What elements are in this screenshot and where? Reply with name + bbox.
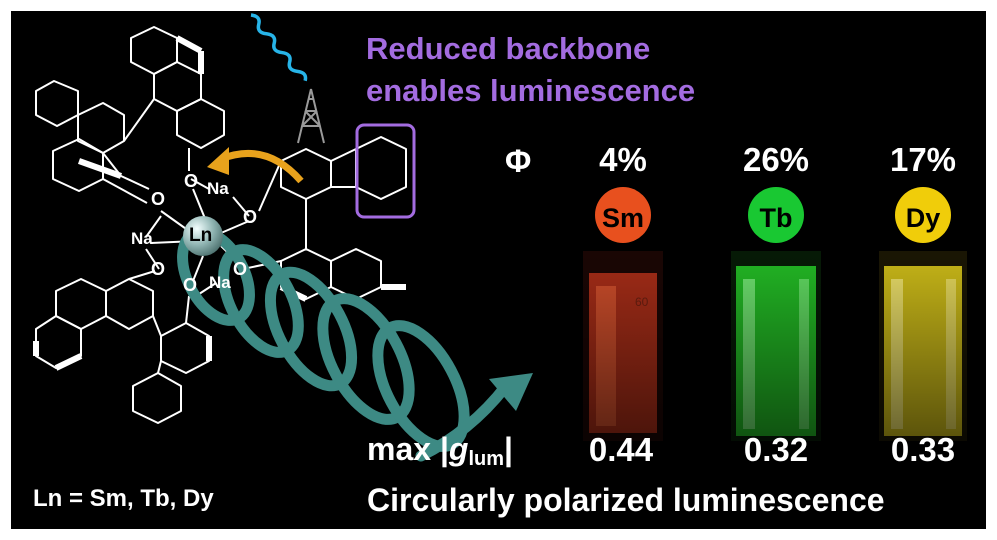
ball-sm xyxy=(595,187,651,243)
cuvette-sm xyxy=(583,251,663,441)
element-label-sm: Sm xyxy=(601,203,645,233)
antenna-icon xyxy=(297,88,325,144)
scheme-drawing xyxy=(33,13,967,462)
ring-right-lower-saturated xyxy=(330,248,382,300)
helix-arrowhead xyxy=(489,373,533,411)
quantum-yield-sm: 4% xyxy=(599,141,647,178)
oxygen-label: O xyxy=(151,189,166,209)
ring-top-second xyxy=(176,98,225,149)
ring-top-saturated xyxy=(130,26,178,75)
graphical-abstract: Ln O O O O O O Na Na Na Reduced backbone… xyxy=(11,11,986,529)
cuvette-tb xyxy=(731,251,821,441)
ball-tb xyxy=(748,187,804,243)
cuvette-mark: 60 xyxy=(635,295,649,309)
cpl-helix xyxy=(177,226,512,462)
headline-line-2: enables luminescence xyxy=(366,73,696,108)
ring-right-upper-saturated xyxy=(355,136,407,200)
quantum-yield-label: Φ xyxy=(505,143,532,179)
oxygen-label: O xyxy=(151,259,166,279)
oxygen-label: O xyxy=(183,275,198,295)
oxygen-label: O xyxy=(243,207,258,227)
ln-center-ball xyxy=(183,216,223,256)
element-label-tb: Tb xyxy=(759,203,793,233)
oxygen-label: O xyxy=(184,171,199,191)
cuvette-dy xyxy=(879,251,967,441)
ring-bottom-right-saturated xyxy=(132,372,182,424)
glum-value-sm: 0.44 xyxy=(588,431,654,468)
ring-right-upper-aromatic xyxy=(280,148,332,200)
ln-definition: Ln = Sm, Tb, Dy xyxy=(33,485,214,512)
glum-value-dy: 0.33 xyxy=(890,431,956,468)
ring-top-left-saturated xyxy=(35,80,79,127)
ring-bottom-left-aromatic xyxy=(55,278,107,330)
glum-label: max |glum| xyxy=(367,431,513,470)
ln-center-label: Ln xyxy=(189,225,213,246)
excitation-wave xyxy=(250,13,308,82)
ring-top-left-aromatic xyxy=(77,102,125,154)
quantum-yield-tb: 26% xyxy=(742,141,810,178)
ring-bottom-center-aromatic xyxy=(105,278,154,330)
element-label-dy: Dy xyxy=(905,203,941,233)
sodium-label: Na xyxy=(207,179,229,198)
sodium-label: Na xyxy=(209,273,231,292)
ball-dy xyxy=(895,187,951,243)
ring-top-aromatic xyxy=(153,61,202,112)
reduced-ring-highlight xyxy=(355,123,416,219)
cpl-caption: Circularly polarized luminescence xyxy=(367,482,885,518)
quantum-yield-dy: 17% xyxy=(889,141,957,178)
glum-value-tb: 0.32 xyxy=(743,431,809,468)
ligand-skeleton xyxy=(33,26,407,424)
ring-bottom-right-aromatic xyxy=(160,322,210,374)
sodium-label: Na xyxy=(131,229,153,248)
energy-transfer-arrow xyxy=(219,149,304,184)
headline-line-1: Reduced backbone xyxy=(366,31,651,66)
oxygen-label: O xyxy=(233,259,248,279)
